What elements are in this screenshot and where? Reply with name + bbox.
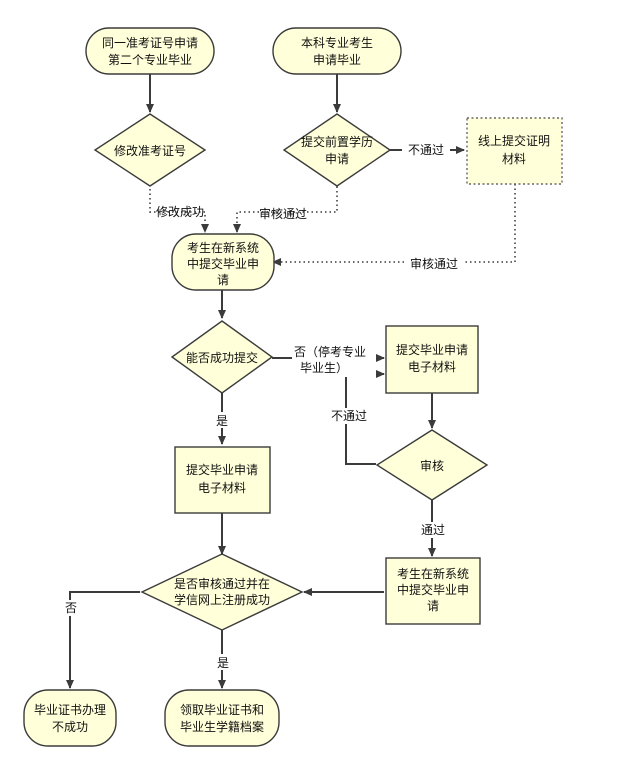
svg-text:申请: 申请: [325, 152, 349, 166]
svg-text:中提交毕业申: 中提交毕业申: [187, 256, 259, 271]
edge-label-not-passed-loop: 不通过: [331, 409, 367, 423]
svg-text:中提交毕业申: 中提交毕业申: [397, 582, 469, 597]
edge-label-passed: 通过: [421, 523, 445, 537]
svg-text:不成功: 不成功: [52, 720, 88, 734]
edge-label-review-passed-2: 审核通过: [410, 256, 458, 271]
svg-text:请: 请: [217, 273, 229, 287]
svg-text:材料: 材料: [502, 152, 526, 166]
node-receive-certificate: 领取毕业证书和 毕业生学籍档案: [164, 689, 280, 747]
node-submit-materials-right: 提交毕业申请 电子材料: [385, 325, 479, 394]
svg-text:电子材料: 电子材料: [198, 481, 246, 495]
svg-text:领取毕业证书和: 领取毕业证书和: [180, 703, 264, 717]
svg-text:是否审核通过并在: 是否审核通过并在: [174, 576, 270, 591]
svg-text:第二个专业毕业: 第二个专业毕业: [108, 52, 192, 67]
svg-text:毕业生学籍档案: 毕业生学籍档案: [180, 719, 264, 734]
edge-label-yes-final: 是: [217, 656, 229, 670]
node-online-proof: 线上提交证明 材料: [466, 117, 563, 185]
svg-text:提交前置学历: 提交前置学历: [301, 134, 373, 149]
node-submit-materials-left: 提交毕业申请 电子材料: [174, 446, 271, 514]
svg-text:修改准考证号: 修改准考证号: [114, 143, 186, 158]
node-undergrad-apply: 本科专业考生 申请毕业: [272, 27, 402, 75]
svg-text:同一准考证号申请: 同一准考证号申请: [102, 36, 198, 50]
svg-text:考生在新系统: 考生在新系统: [187, 240, 259, 255]
edge-label-not-passed-top: 不通过: [408, 143, 444, 157]
edge-label-no-suspended-2: 毕业生）: [300, 361, 348, 375]
node-xuexin-check: 是否审核通过并在 学信网上注册成功: [140, 553, 304, 631]
svg-text:请: 请: [427, 599, 439, 613]
edge-label-modify-success: 修改成功: [156, 204, 204, 219]
node-new-system-apply-right: 考生在新系统 中提交毕业申 请: [385, 557, 481, 625]
edge-prior-to-apply: [233, 182, 338, 233]
edge-modify-to-apply: [149, 180, 209, 233]
svg-text:线上提交证明: 线上提交证明: [478, 133, 550, 148]
svg-text:毕业证书办理: 毕业证书办理: [34, 702, 106, 717]
edge-label-review-passed-1: 审核通过: [259, 206, 307, 221]
svg-text:电子材料: 电子材料: [408, 360, 456, 374]
node-can-submit: 能否成功提交: [170, 320, 274, 394]
node-same-exam-no: 同一准考证号申请 第二个专业毕业: [85, 27, 215, 75]
svg-text:审核: 审核: [420, 458, 444, 473]
edge-check-no: [66, 591, 140, 689]
edge-label-yes-1: 是: [216, 414, 228, 428]
node-new-system-apply: 考生在新系统 中提交毕业申 请: [171, 233, 275, 291]
svg-text:提交毕业申请: 提交毕业申请: [186, 462, 258, 477]
edge-label-no-suspended-1: 否（停考专业: [294, 344, 366, 359]
node-review: 审核: [375, 429, 489, 501]
svg-text:考生在新系统: 考生在新系统: [397, 566, 469, 581]
edge-label-no-final: 否: [65, 601, 77, 615]
svg-text:申请毕业: 申请毕业: [313, 53, 361, 67]
edge-online-to-apply: [272, 184, 516, 266]
svg-text:学信网上注册成功: 学信网上注册成功: [174, 592, 270, 607]
svg-text:提交毕业申请: 提交毕业申请: [396, 342, 468, 357]
svg-text:本科专业考生: 本科专业考生: [301, 35, 373, 50]
node-certificate-fail: 毕业证书办理 不成功: [23, 689, 117, 747]
node-modify-exam-no: 修改准考证号: [93, 113, 207, 187]
node-submit-prior-education: 提交前置学历 申请: [282, 113, 392, 187]
svg-text:能否成功提交: 能否成功提交: [186, 350, 258, 365]
